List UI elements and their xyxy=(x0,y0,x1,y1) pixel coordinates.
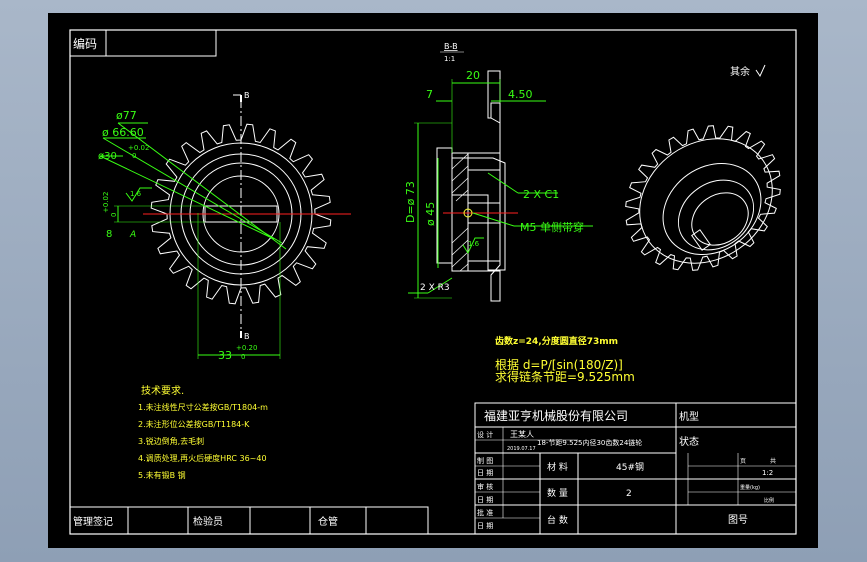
gear-note-2: 根据 d=P/[sin(180/Z)] xyxy=(495,358,623,372)
dim-tip-diameter: ø77 xyxy=(116,109,137,122)
dim-bore: ø30 xyxy=(98,151,117,162)
dim-key-depth-tol-up: +0.20 xyxy=(236,344,257,352)
iso-sprocket-outline xyxy=(625,125,781,271)
tech-item-2: 2.未注形位公差按GB/T1184-K xyxy=(138,419,250,429)
dim-key-depth: 33 xyxy=(218,349,232,362)
dim-tapped-hole: M5 单侧带穿 xyxy=(520,220,584,234)
company-name: 福建亚亨机械股份有限公司 xyxy=(484,408,628,423)
iso-keyway xyxy=(691,229,711,251)
roughness-symbol-section xyxy=(462,237,484,255)
design-label: 设 计 xyxy=(477,430,493,439)
section-hatch xyxy=(451,153,469,272)
bottom-cell-2: 检验员 xyxy=(193,515,223,528)
bottom-cell-3: 仓管 xyxy=(318,515,338,528)
part-name: 18-节距9.525内径30齿数24链轮 xyxy=(537,438,642,447)
roughness-section-value: 1.6 xyxy=(468,240,480,248)
qty-label: 数 量 xyxy=(547,487,568,499)
roughness-other-symbol xyxy=(755,64,766,78)
approve-label: 批 准 xyxy=(477,508,493,517)
iso-bore xyxy=(691,192,749,246)
roughness-other-label: 其余 xyxy=(730,65,750,78)
model-label: 机型 xyxy=(679,410,699,423)
section-outline xyxy=(451,102,501,302)
dim-tooth-width: 4.50 xyxy=(508,88,533,101)
gear-note-3: 求得链条节距=9.525mm xyxy=(495,369,635,384)
bottom-cell-1: 管理签记 xyxy=(73,515,113,528)
date-label-3: 日 期 xyxy=(477,522,493,530)
roughness-front-value: 1.6 xyxy=(130,190,142,198)
dim-key-tol-low: 0 xyxy=(110,213,118,217)
ratio-label: 比例 xyxy=(764,497,774,504)
hub-section xyxy=(467,169,501,204)
gear-note-1: 齿数z=24,分度圆直径73mm xyxy=(495,335,618,347)
roughness-symbol-front xyxy=(125,187,152,202)
tech-item-4: 4.调质处理,再火后硬度HRC 36~40 xyxy=(138,453,267,463)
bottom-bar: 管理签记 检验员 仓管 xyxy=(69,506,429,535)
code-label: 编码 xyxy=(73,36,97,51)
date-label-1: 日 期 xyxy=(477,469,493,477)
dim-chamfer: 2 X C1 xyxy=(523,188,559,201)
weight-label: 重量(kg) xyxy=(740,484,760,491)
qty-value: 2 xyxy=(626,489,632,499)
drawing-no-label: 图号 xyxy=(728,514,748,526)
dim-hub-d: ø 45 xyxy=(424,202,437,226)
section-scale: 1:1 xyxy=(444,55,455,63)
section-mark-bottom: B xyxy=(244,332,250,341)
tech-item-1: 1.未注线性尺寸公差按GB/T1804-m xyxy=(138,402,268,412)
dim-key-tol-up: +0.02 xyxy=(102,192,110,213)
drawing-border xyxy=(69,29,797,535)
dim-bore-tol-up: +0.02 xyxy=(128,144,149,152)
sprocket-front-view: B B ø77 ø 66.60 ø30 +0.02 0 +0.02 0 8 33… xyxy=(98,91,351,362)
count-label: 台 数 xyxy=(547,514,568,526)
tap-hole xyxy=(463,208,473,218)
dim-hub-offset: 7 xyxy=(426,88,433,101)
date-label-2: 日 期 xyxy=(477,496,493,504)
datum-a: A xyxy=(129,230,136,240)
material-label: 材 料 xyxy=(547,461,568,473)
dim-bore-tol-low: 0 xyxy=(132,152,136,160)
status-label: 状态 xyxy=(679,435,699,448)
draft-label: 制 图 xyxy=(477,456,493,465)
drawing-canvas: 编码 B B ø77 ø 66.60 ø30 +0.02 0 xyxy=(69,29,797,535)
section-mark-top: B xyxy=(244,91,250,100)
section-view: B-B 1:1 2 xyxy=(404,42,593,302)
designer-name: 王某人 xyxy=(510,430,534,439)
page-label: 页 xyxy=(740,458,746,465)
title-block: 福建亚亨机械股份有限公司 机型 设 计 王某人 2019.07.17 18-节距… xyxy=(474,402,797,535)
isometric-view xyxy=(625,125,781,271)
material-value: 45#钢 xyxy=(616,461,644,473)
dim-pitch-d: D=ø 73 xyxy=(404,181,417,223)
review-label: 审 核 xyxy=(477,482,493,491)
code-box xyxy=(69,29,217,57)
dim-pitch-diameter: ø 66.60 xyxy=(102,126,144,139)
tech-title: 技术要求. xyxy=(141,384,184,397)
dim-width: 20 xyxy=(466,69,480,82)
design-date: 2019.07.17 xyxy=(507,446,536,452)
tech-item-5: 5.未有锻B 钢 xyxy=(138,470,186,480)
drawing-sheet: 编码 B B ø77 ø 66.60 ø30 +0.02 0 xyxy=(48,13,818,548)
dim-radius: 2 X R3 xyxy=(420,283,450,293)
total-label: 共 xyxy=(770,457,776,465)
scale-value: 1:2 xyxy=(762,469,773,477)
section-title: B-B xyxy=(444,42,458,51)
dim-key-width: 8 xyxy=(106,229,112,240)
tech-item-3: 3.锐边倒角,去毛刺 xyxy=(138,436,204,446)
dim-key-depth-tol-low: 0 xyxy=(241,353,245,361)
